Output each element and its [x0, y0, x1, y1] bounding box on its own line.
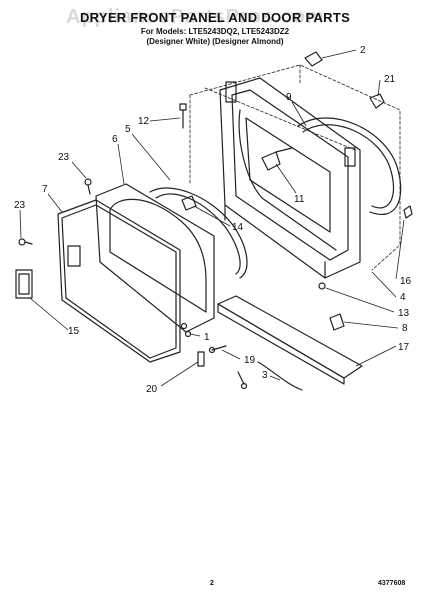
diagram-title: DRYER FRONT PANEL AND DOOR PARTS — [79, 10, 351, 25]
door-handle — [15, 269, 33, 299]
screw-12 — [179, 103, 187, 129]
callout-13: 13 — [398, 308, 410, 319]
callout-9: 9 — [286, 92, 292, 103]
screw-bottom — [237, 371, 248, 390]
callout-17: 17 — [398, 342, 410, 353]
inner-door-panel — [95, 183, 215, 333]
screw-13 — [318, 282, 326, 290]
callout-2: 2 — [360, 45, 366, 56]
callout-19: 19 — [244, 355, 256, 366]
hinge-20 — [197, 351, 205, 367]
clip-8 — [329, 313, 345, 331]
clip-21 — [369, 93, 385, 109]
page-number: 2 — [210, 580, 214, 587]
screw-23a — [18, 238, 33, 246]
callout-15: 15 — [68, 326, 80, 337]
model-numbers: For Models: LTE5243DQ2, LTE5243DZ2 — [140, 27, 290, 36]
outer-door — [57, 199, 181, 363]
callout-11: 11 — [294, 194, 305, 205]
door-seal — [297, 117, 402, 215]
callout-23a: 23 — [14, 200, 26, 211]
wire-3 — [257, 361, 303, 391]
watermark: AppliancePartsPros.com — [66, 6, 325, 28]
callout-14: 14 — [232, 222, 244, 233]
cabinet-outline — [189, 64, 401, 271]
callout-21: 21 — [384, 74, 396, 85]
callout-6: 6 — [112, 134, 118, 145]
document-number: 4377608 — [378, 580, 406, 587]
leader-lines — [19, 49, 405, 387]
clip-14 — [181, 195, 197, 211]
callout-20: 20 — [146, 384, 158, 395]
callout-12: 12 — [138, 116, 150, 127]
screw-2 — [304, 51, 323, 67]
callout-7: 7 — [42, 184, 48, 195]
bracket-16 — [403, 205, 413, 219]
door-gasket — [149, 187, 248, 279]
callout-5: 5 — [125, 124, 131, 135]
trim-strip — [217, 295, 363, 385]
color-variants: (Designer White) (Designer Almond) — [146, 37, 284, 46]
screw-23b — [84, 178, 92, 195]
callout-1: 1 — [204, 332, 210, 343]
callout-16: 16 — [400, 276, 412, 287]
callout-23b: 23 — [58, 152, 70, 163]
screw-19 — [208, 345, 227, 354]
callout-3: 3 — [262, 370, 268, 381]
callout-4: 4 — [400, 292, 406, 303]
front-panel-frame — [219, 77, 361, 279]
callout-8: 8 — [402, 323, 408, 334]
lamp-assembly — [261, 147, 293, 171]
